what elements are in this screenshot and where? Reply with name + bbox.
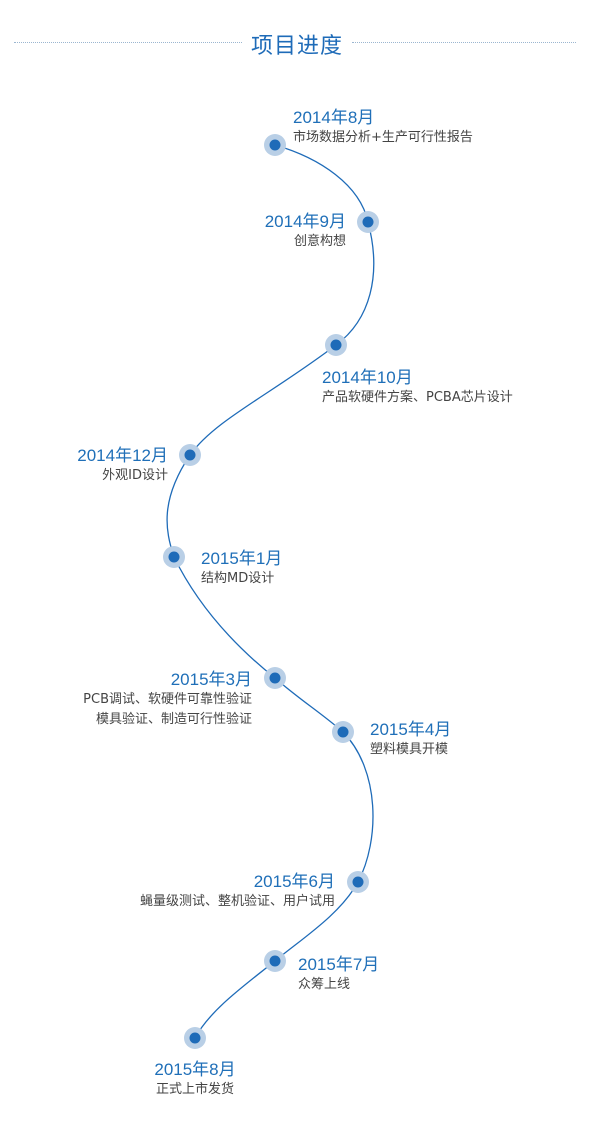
milestone-desc: 产品软硬件方案、PCBA芯片设计 [322,390,513,405]
milestone-2015-06: 2015年6月 蝇量级测试、整机验证、用户试用 [60,872,335,912]
milestone-2015-08: 2015年8月 正式上市发货 [130,1060,260,1100]
milestone-date: 2015年8月 [154,1060,236,1079]
milestone-desc: 创意构想 [293,234,346,249]
milestone-desc: 蝇量级测试、整机验证、用户试用 [139,894,335,909]
milestone-node-dot [352,876,364,888]
milestone-desc: 外观ID设计 [102,468,168,483]
page-title: 项目进度 [250,34,343,59]
milestone-date: 2015年6月 [253,872,335,891]
milestone-date: 2015年1月 [201,549,283,568]
milestone-2015-07: 2015年7月 众筹上线 [298,955,379,995]
milestone-2015-03: 2015年3月 PCB调试、软硬件可靠性验证 模具验证、制造可行性验证 [40,670,252,730]
milestone-node-dot [184,449,196,461]
milestone-desc: 众筹上线 [298,977,351,992]
milestone-desc: PCB调试、软硬件可靠性验证 [83,692,252,707]
milestone-date: 2015年3月 [170,670,252,689]
milestone-2014-09: 2014年9月 创意构想 [226,212,346,252]
milestone-desc: 正式上市发货 [155,1082,234,1097]
milestone-node [163,546,185,568]
title-divider-left [14,42,242,43]
milestone-2015-04: 2015年4月 塑料模具开模 [370,720,451,760]
milestone-2014-08: 2014年8月 市场数据分析+生产可行性报告 [293,108,473,148]
milestone-node-dot [189,1032,201,1044]
milestone-desc: 市场数据分析+生产可行性报告 [293,130,473,145]
milestone-date: 2015年7月 [298,955,380,974]
milestone-node-dot [269,955,281,967]
milestone-2014-10: 2014年10月 产品软硬件方案、PCBA芯片设计 [322,368,513,408]
milestone-node-dot [168,551,180,563]
milestone-2014-12: 2014年12月 外观ID设计 [40,446,168,486]
milestone-node-dot [269,139,281,151]
milestone-node [264,667,286,689]
milestone-date: 2014年9月 [264,212,346,231]
milestone-desc: 结构MD设计 [201,571,275,586]
milestone-node [264,134,286,156]
milestone-node-dot [330,339,342,351]
milestone-date: 2014年12月 [77,446,168,465]
milestone-date: 2014年8月 [293,108,375,127]
title-divider-right [352,42,576,43]
milestone-node-dot [269,672,281,684]
milestone-node [325,334,347,356]
milestone-node-dot [362,216,374,228]
milestone-node [184,1027,206,1049]
milestone-date: 2014年10月 [322,368,413,387]
milestone-node [264,950,286,972]
timeline-path [166,144,375,1039]
title-header: 项目进度 [0,0,590,90]
milestone-node [357,211,379,233]
milestone-node-dot [337,726,349,738]
milestone-node [347,871,369,893]
milestone-node [179,444,201,466]
milestone-2015-01: 2015年1月 结构MD设计 [201,549,282,589]
milestone-node [332,721,354,743]
milestone-desc: 塑料模具开模 [370,742,449,757]
milestone-desc-line2: 模具验证、制造可行性验证 [95,712,252,727]
milestone-date: 2015年4月 [370,720,452,739]
